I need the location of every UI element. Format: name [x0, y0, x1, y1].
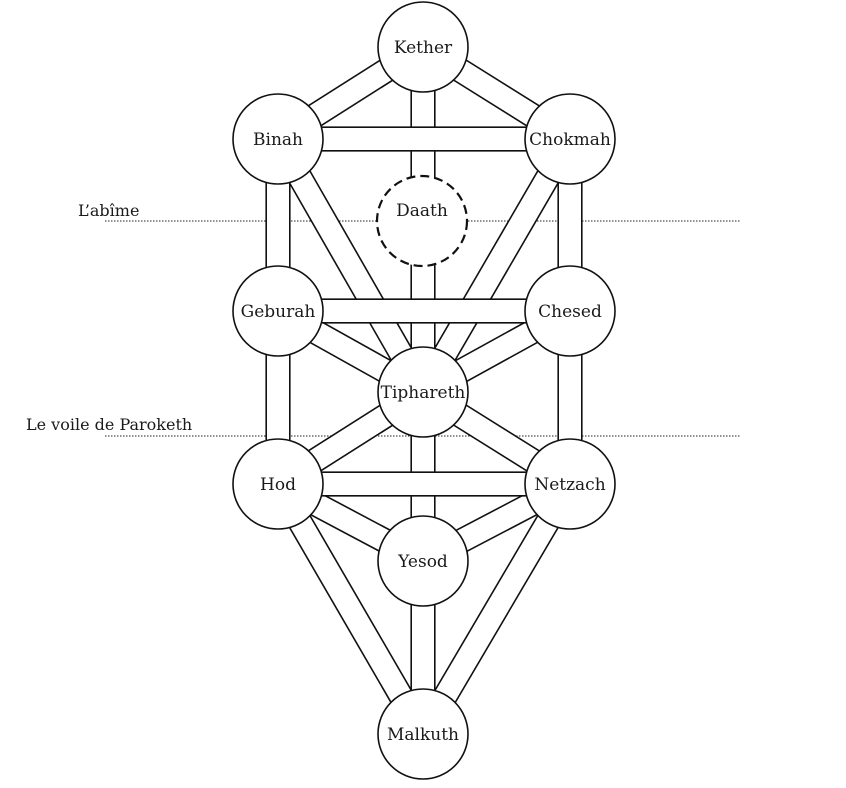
- path-channel: [268, 478, 433, 740]
- sephirah-kether: Kether: [377, 1, 469, 93]
- sephirah-label: Tiphareth: [381, 383, 466, 403]
- sephirah-circle: [232, 93, 324, 185]
- sephirah-circle: [524, 438, 616, 530]
- path-hod-malkuth: [267, 477, 434, 741]
- sephirah-circle: [377, 346, 469, 438]
- sephirah-circle: [377, 1, 469, 93]
- sephirah-label: Yesod: [397, 552, 448, 572]
- sephirah-circle: [524, 93, 616, 185]
- sephirah-circle: [375, 174, 469, 268]
- path-netzach-malkuth: [412, 477, 581, 741]
- sephirah-label: Hod: [260, 475, 296, 495]
- sephirah-daath: Daath: [375, 174, 469, 268]
- sephirah-label: Geburah: [241, 302, 316, 322]
- sephirah-label: Binah: [253, 130, 303, 150]
- sephirah-circle: [232, 265, 324, 357]
- sephirah-label: Netzach: [534, 475, 605, 495]
- sephirah-tiphareth: Tiphareth: [377, 346, 469, 438]
- sephirah-yesod: Yesod: [377, 515, 469, 607]
- sephirah-chesed: Chesed: [524, 265, 616, 357]
- veils-layer: L’abîme Le voile de Paroketh: [26, 201, 740, 437]
- sephirah-label: Daath: [396, 201, 448, 221]
- sephirah-hod: Hod: [232, 438, 324, 530]
- path-binah-tiphareth: [267, 132, 434, 399]
- sephirah-circle: [377, 515, 469, 607]
- sephirah-binah: Binah: [232, 93, 324, 185]
- path-chokmah-tiphareth: [412, 132, 581, 399]
- paroketh-label: Le voile de Paroketh: [26, 415, 192, 434]
- sephirah-circle: [232, 438, 324, 530]
- sephirah-chokmah: Chokmah: [524, 93, 616, 185]
- sephirah-label: Chesed: [538, 302, 602, 322]
- abyss-label: L’abîme: [78, 201, 139, 220]
- sephirah-label: Kether: [394, 38, 453, 58]
- sephirah-label: Malkuth: [387, 725, 459, 745]
- path-channel: [413, 478, 580, 740]
- sephirah-label: Chokmah: [529, 130, 611, 150]
- path-channel: [268, 133, 433, 398]
- path-channel: [413, 133, 580, 398]
- sephirah-geburah: Geburah: [232, 265, 324, 357]
- sephirah-circle: [377, 688, 469, 780]
- sephirah-netzach: Netzach: [524, 438, 616, 530]
- sephirah-circle: [524, 265, 616, 357]
- sephirah-malkuth: Malkuth: [377, 688, 469, 780]
